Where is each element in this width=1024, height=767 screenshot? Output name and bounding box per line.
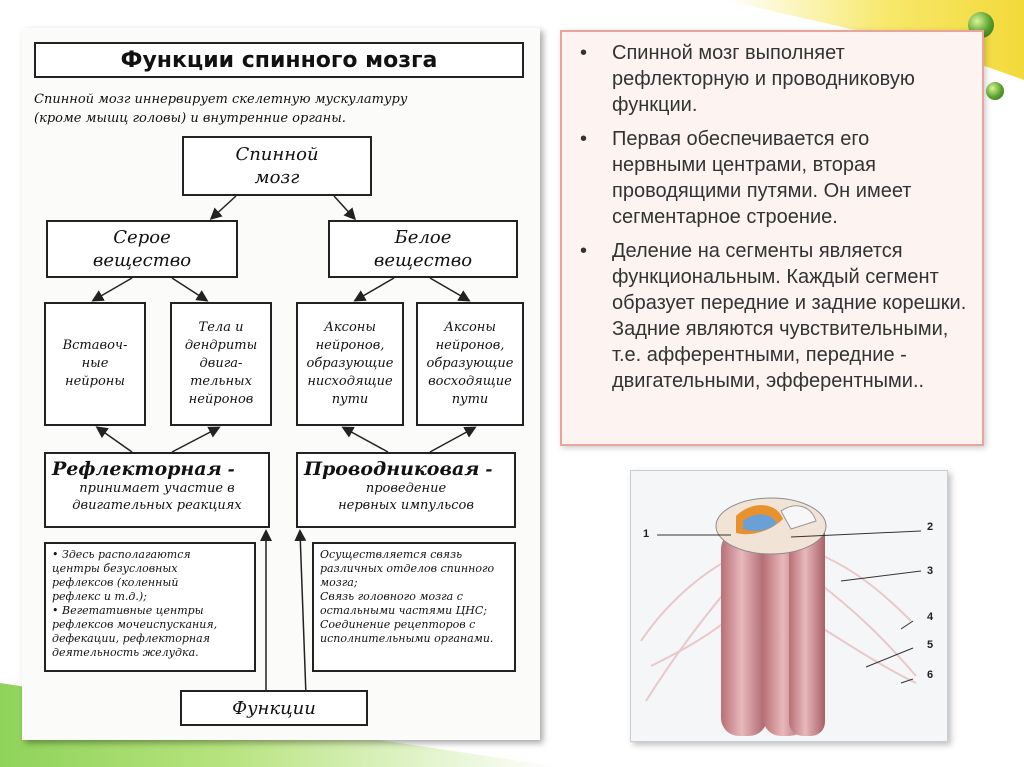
box-text: образующие (426, 356, 514, 371)
summary-text: Первая обеспечивается его нервными центр… (612, 128, 912, 228)
conduction-title: Проводниковая (304, 458, 480, 480)
diagram-arrows (91, 195, 477, 697)
conduction-function-box: Проводниковая - проведение нервных импул… (296, 452, 516, 528)
list-item: деятельность желудка. (52, 646, 199, 659)
dash: - (485, 460, 493, 480)
list-item: мозга; (320, 576, 358, 589)
summary-text: Деление на сегменты является функциональ… (612, 240, 967, 392)
list-item: исполнительными органами. (320, 632, 494, 645)
box-text: Вставоч- (62, 338, 128, 353)
gray-matter-box: Серое вещество (46, 220, 238, 278)
box-text: пути (331, 392, 369, 407)
reflex-title: Рефлекторная (52, 458, 222, 480)
box-text: нейронов, (435, 338, 505, 353)
bullet: • (580, 128, 588, 150)
box-text: Спинной (235, 144, 319, 165)
reflex-details-box: • Здесь располагаются центры безусловных… (44, 542, 256, 672)
box-text: вещество (92, 250, 192, 271)
box-text: нейронов, (315, 338, 385, 353)
figure-label: 5 (927, 639, 934, 651)
box-text: тельных (190, 374, 252, 389)
box-text: пути (451, 392, 489, 407)
box-text: Тела и (198, 320, 244, 335)
summary-item: • Деление на сегменты является функциона… (576, 238, 968, 394)
white-matter-box: Белое вещество (328, 220, 518, 278)
box-text: нисходящие (307, 374, 393, 389)
list-item: рефлексов мочеиспускания, (52, 618, 218, 631)
box-text: Серое (113, 227, 171, 248)
spinal-cord-illustration: 1 2 3 4 5 6 (630, 470, 948, 742)
list-item: различных отделов спинного (320, 562, 495, 575)
list-item: центры безусловных (52, 562, 178, 575)
conduction-subtitle: нервных импульсов (338, 498, 474, 513)
spinal-cord-box: Спинной мозг (182, 136, 372, 196)
list-item: дефекации, рефлекторная (52, 632, 210, 645)
box-text: мозг (254, 167, 300, 188)
list-item: рефлекс и т.д.); (52, 590, 147, 603)
figure-label: 6 (927, 669, 934, 681)
reflex-function-box: Рефлекторная - принимает участие в двига… (44, 452, 270, 528)
summary-item: • Спинной мозг выполняет рефлекторную и … (576, 40, 968, 118)
list-item: Связь головного мозга с (320, 590, 463, 603)
figure-label: 4 (927, 611, 934, 623)
reflex-subtitle: принимает участие в (79, 481, 235, 496)
list-item: • Здесь располагаются (52, 548, 191, 561)
list-item: остальными частями ЦНС; (320, 604, 487, 617)
diagram-title: Функции спинного мозга (34, 42, 524, 78)
summary-textbox: • Спинной мозг выполняет рефлекторную и … (560, 30, 984, 446)
functions-box: Функции (180, 690, 368, 726)
bullet: • (580, 240, 588, 262)
box-text: дендриты (184, 338, 258, 353)
ascending-axons-box: Аксоны нейронов, образующие восходящие п… (416, 302, 524, 426)
summary-text: Спинной мозг выполняет рефлекторную и пр… (612, 42, 915, 116)
box-text: образующие (306, 356, 394, 371)
list-item: рефлексов (коленный (52, 576, 179, 589)
list-item: Соединение рецепторов с (320, 618, 476, 631)
box-text: ные (81, 356, 109, 371)
intro-line: Спинной мозг иннервирует скелетную муску… (34, 92, 408, 107)
box-text: Аксоны (444, 320, 496, 335)
figure-label: 3 (927, 565, 934, 577)
conduction-details-box: Осуществляется связь различных отделов с… (312, 542, 516, 672)
interneurons-box: Вставоч- ные нейроны (44, 302, 146, 426)
box-text: восходящие (428, 374, 512, 389)
conduction-subtitle: проведение (365, 481, 447, 496)
diagram-intro: Спинной мозг иннервирует скелетную муску… (34, 90, 534, 128)
box-text: Белое (394, 227, 452, 248)
bullet: • (580, 42, 588, 64)
figure-label: 2 (927, 521, 934, 533)
list-item: • Вегетативные центры (52, 604, 204, 617)
box-text: нейронов (188, 392, 254, 407)
dash: - (227, 460, 235, 480)
box-text: нейроны (65, 374, 125, 389)
list-item: Осуществляется связь (320, 548, 463, 561)
decorative-ball (986, 82, 1004, 100)
spinal-cord-drawing (640, 497, 922, 736)
reflex-subtitle: двигательных реакциях (72, 498, 242, 513)
box-text: двига- (199, 356, 243, 371)
summary-list: • Спинной мозг выполняет рефлекторную и … (576, 40, 968, 394)
figure-label: 1 (643, 528, 650, 540)
box-text: вещество (373, 250, 473, 271)
summary-item: • Первая обеспечивается его нервными цен… (576, 126, 968, 230)
motor-neuron-bodies-box: Тела и дендриты двига- тельных нейронов (170, 302, 272, 426)
intro-line: (кроме мышц головы) и внутренние органы. (34, 111, 346, 126)
descending-axons-box: Аксоны нейронов, образующие нисходящие п… (296, 302, 404, 426)
spinal-cord-functions-diagram: Функции спинного мозга Спинной мозг инне… (22, 28, 540, 740)
box-text: Аксоны (324, 320, 376, 335)
